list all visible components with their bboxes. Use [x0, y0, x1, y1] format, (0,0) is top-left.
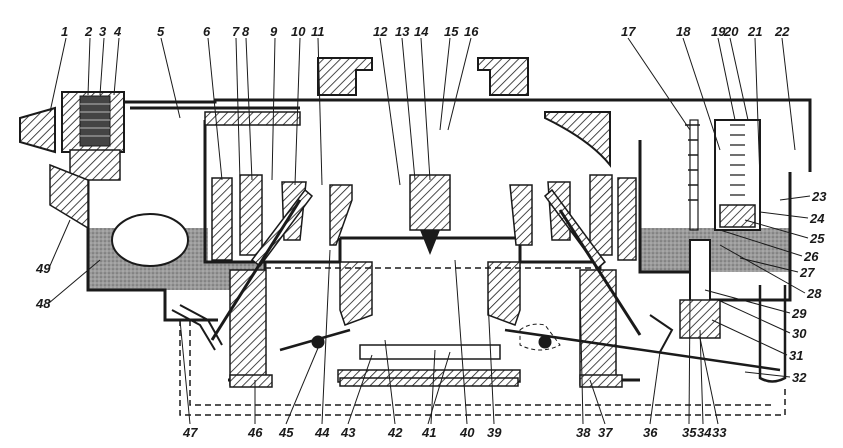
callout-3: 3	[99, 24, 107, 39]
accel-tubes	[171, 199, 674, 353]
callout-43: 43	[341, 425, 356, 440]
callout-36: 36	[643, 425, 658, 440]
venturi-right	[509, 174, 637, 270]
callout-48: 48	[36, 296, 51, 311]
callout-17: 17	[621, 24, 636, 39]
air-inlet	[204, 57, 611, 168]
dashed-lines	[179, 267, 786, 416]
fuel-left	[88, 213, 265, 290]
callout-39: 39	[487, 425, 502, 440]
callout-46: 46	[248, 425, 263, 440]
base	[229, 374, 623, 388]
callout-42: 42	[388, 425, 403, 440]
callout-13: 13	[395, 24, 410, 39]
callout-23: 23	[812, 189, 827, 204]
callout-35: 35	[682, 425, 697, 440]
callout-22: 22	[775, 24, 790, 39]
callout-2: 2	[85, 24, 93, 39]
callout-12: 12	[373, 24, 388, 39]
callout-18: 18	[676, 24, 691, 39]
callout-4: 4	[114, 24, 122, 39]
callout-44: 44	[315, 425, 330, 440]
callout-19: 19	[711, 24, 726, 39]
callout-47: 47	[183, 425, 198, 440]
callout-33: 33	[712, 425, 727, 440]
fuel-inlet	[19, 91, 125, 230]
callout-14: 14	[414, 24, 429, 39]
callout-11: 11	[311, 24, 325, 39]
callout-37: 37	[598, 425, 613, 440]
callout-49: 49	[36, 261, 51, 276]
callout-6: 6	[203, 24, 211, 39]
callout-10: 10	[291, 24, 306, 39]
callout-1: 1	[61, 24, 69, 39]
fuel-right	[640, 228, 790, 272]
callout-15: 15	[444, 24, 459, 39]
callout-28: 28	[807, 286, 822, 301]
leader-lines	[48, 37, 811, 425]
callout-26: 26	[804, 249, 819, 264]
callout-16: 16	[464, 24, 479, 39]
callout-31: 31	[789, 348, 804, 363]
callout-27: 27	[800, 265, 815, 280]
callout-7: 7	[232, 24, 240, 39]
callout-45: 45	[279, 425, 294, 440]
linkage	[279, 285, 787, 383]
callout-24: 24	[810, 211, 825, 226]
callout-5: 5	[157, 24, 165, 39]
callout-40: 40	[460, 425, 475, 440]
callout-29: 29	[792, 306, 807, 321]
callout-32: 32	[792, 370, 807, 385]
callout-20: 20	[724, 24, 739, 39]
callout-21: 21	[748, 24, 763, 39]
venturi-left	[211, 174, 353, 268]
callout-34: 34	[697, 425, 712, 440]
callout-30: 30	[792, 326, 807, 341]
callout-38: 38	[576, 425, 591, 440]
callout-9: 9	[270, 24, 278, 39]
callout-25: 25	[810, 231, 825, 246]
callout-8: 8	[242, 24, 250, 39]
callout-41: 41	[422, 425, 437, 440]
